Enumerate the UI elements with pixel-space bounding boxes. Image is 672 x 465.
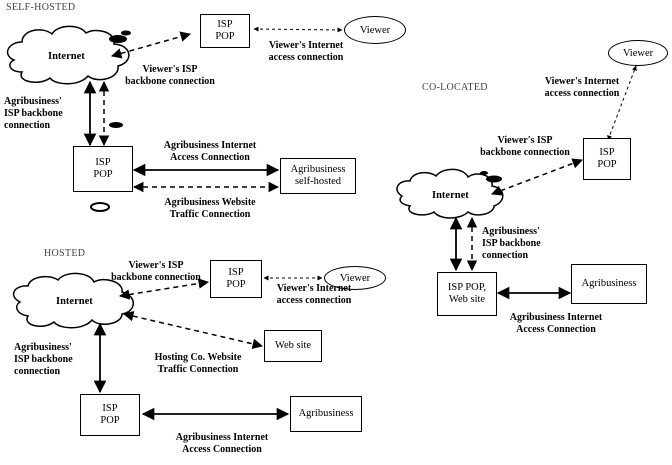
isp-pop-box: ISP POP [200,14,250,48]
hosting-traffic-line [122,311,264,349]
cloud-blob [109,122,123,128]
isp-pop-web-site-box: ISP POP, Web site [437,272,497,316]
agri-access-label: Agribusiness Internet Access Connection [509,312,603,335]
cloud-blob [90,202,110,212]
agri-backbone-label: Agribusiness' ISP backbone connection [482,226,541,261]
viewer-access-label: Viewer's Internet access connection [268,40,344,63]
cloud-blob [480,171,488,175]
internet-label: Internet [48,51,85,62]
section-title-co-located: CO-LOCATED [422,82,488,93]
internet-label: Internet [56,296,93,307]
section-title-hosted: HOSTED [44,248,86,259]
viewer-isp-backbone-line [110,31,192,59]
agri-backbone-label: Agribusiness' ISP backbone connection [4,96,63,131]
viewer-access-label: Viewer's Internet access connection [544,76,620,99]
viewer-backbone-label: Viewer's ISP backbone connection [111,260,201,283]
agri-access-label: Agribusiness Internet Access Connection [175,432,269,455]
isp-pop-box: ISP POP [210,260,262,298]
isp-pop-box: ISP POP [583,138,631,180]
viewer-oval: Viewer [324,266,386,290]
isp-pop-box: ISP POP [80,394,140,436]
internet-cloud-hosted [12,272,134,329]
section-title-self-hosted: SELF-HOSTED [6,2,76,13]
viewer-backbone-line-co [491,158,583,196]
viewer-oval: Viewer [608,40,668,66]
viewer-backbone-label: Viewer's ISP backbone connection [480,135,570,158]
internet-label: Internet [432,190,469,201]
viewer-backbone-label: Viewer's ISP backbone connection [125,64,215,87]
cloud-blob [121,30,131,36]
viewer-backbone-line-hosted [118,278,210,300]
agribusiness-self-hosted-box: Agribusiness self-hosted [280,158,356,194]
web-site-box: Web site [264,330,322,362]
viewer-access-line-co [607,65,637,141]
agri-access-label: Agribusiness Internet Access Connection [163,140,257,163]
hosting-traffic-label: Hosting Co. Website Traffic Connection [154,352,242,375]
agribusiness-box: Agribusiness [290,396,362,432]
viewer-oval: Viewer [344,16,406,44]
viewer-access-label: Viewer's Internet access connection [276,283,352,306]
viewer-access-line [253,26,343,33]
agribusiness-box: Agribusiness [571,264,647,304]
cloud-blob [486,175,502,183]
cloud-blob [109,35,127,43]
isp-pop-box: ISP POP [73,146,133,192]
website-traffic-label: Agribusiness Website Traffic Connection [164,197,256,220]
agri-backbone-label: Agribusiness' ISP backbone connection [14,342,73,377]
